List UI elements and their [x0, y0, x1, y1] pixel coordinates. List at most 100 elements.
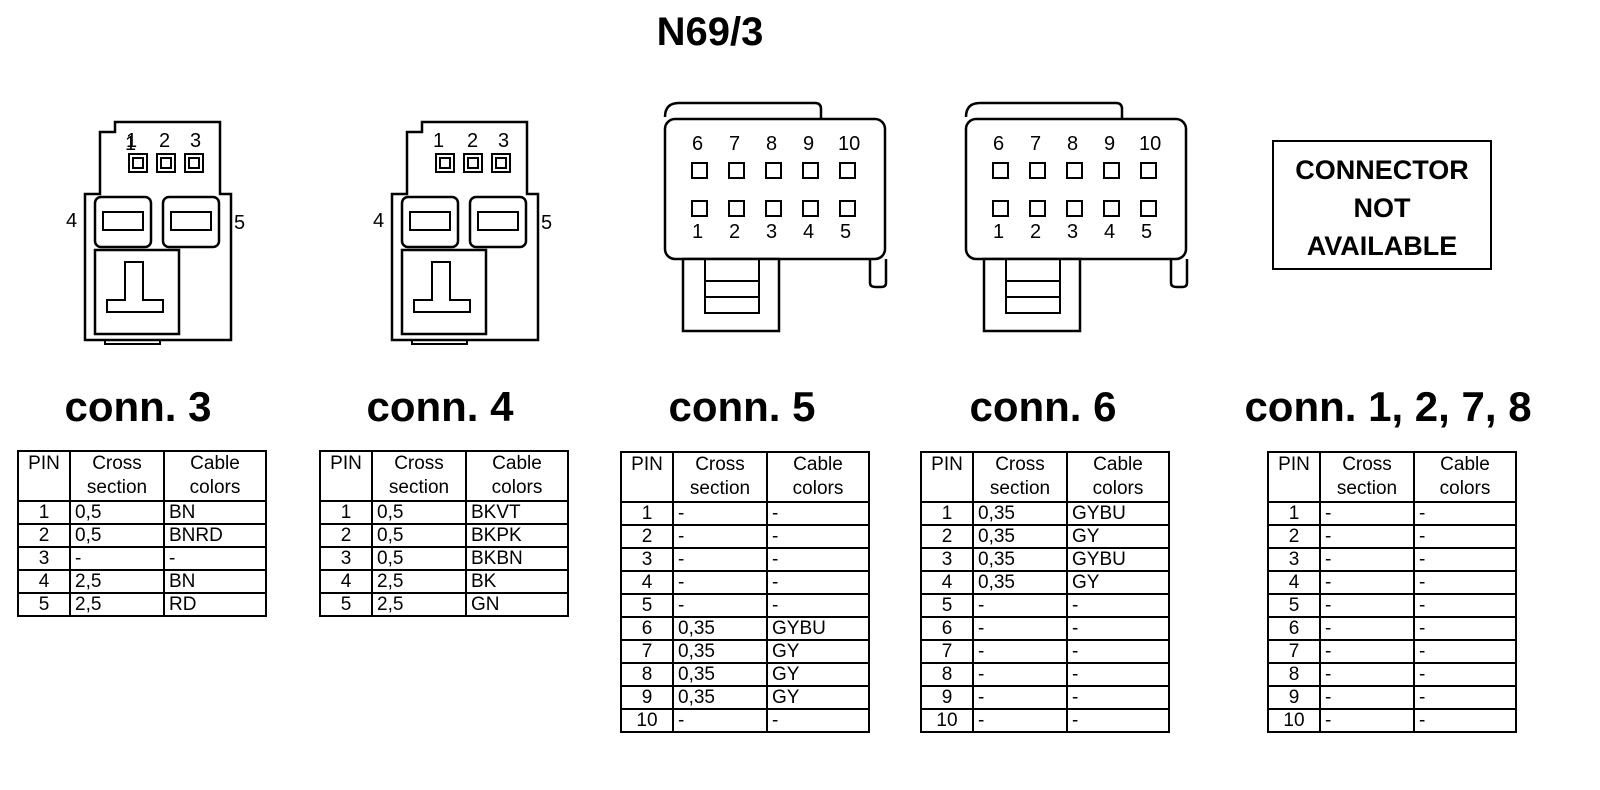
pin-cell: 2 [319, 523, 373, 548]
cable-color-cell: - [766, 593, 870, 618]
table-row: 8-- [920, 662, 1170, 687]
conn5-pin-label: 9 [803, 133, 815, 155]
cross-section-cell: - [1319, 593, 1415, 618]
pin-cell: 9 [920, 685, 974, 710]
cross-section-cell: 0,5 [69, 523, 165, 548]
table-row: 10-- [620, 708, 870, 733]
table-row: 3-- [620, 547, 870, 572]
cross-section-cell: - [972, 662, 1068, 687]
cable-color-cell: - [1413, 570, 1517, 595]
table-row: 2-- [1267, 524, 1517, 549]
conn5-pin-label: 6 [692, 133, 704, 155]
cross-section-cell: - [69, 546, 165, 571]
pin-cell: 9 [620, 685, 674, 710]
conn5-pin-label: 8 [766, 133, 778, 155]
cross-section-cell: 0,35 [672, 662, 768, 687]
pin-cell: 8 [620, 662, 674, 687]
conn3-pin-label: 4 [66, 210, 78, 232]
cross-section-cell: - [672, 524, 768, 549]
conn5-pin-label: 10 [838, 133, 861, 155]
column-header: PIN [17, 450, 71, 502]
table-row: 4-- [620, 570, 870, 595]
cross-section-cell: 0,35 [972, 524, 1068, 549]
cable-color-cell: GY [1066, 570, 1170, 595]
cable-color-cell: - [1066, 685, 1170, 710]
pin-cell: 8 [1267, 662, 1321, 687]
conn4-pin-label: 5 [541, 212, 553, 234]
table-row: 6-- [920, 616, 1170, 641]
table-row: 6-- [1267, 616, 1517, 641]
conn3-pin-label: 2 [159, 130, 171, 152]
pin-cell: 6 [1267, 616, 1321, 641]
table-row: 1-- [620, 501, 870, 526]
table-row: 3-- [17, 546, 267, 571]
conn5-pin-label: 4 [803, 221, 815, 243]
pin-cell: 7 [620, 639, 674, 664]
cable-color-cell: - [1413, 708, 1517, 733]
table-row: 7-- [1267, 639, 1517, 664]
cable-color-cell: BKVT [465, 500, 569, 525]
cross-section-cell: 0,35 [972, 501, 1068, 526]
cable-color-cell: GYBU [766, 616, 870, 641]
conn5-pin-label: 2 [729, 221, 741, 243]
cross-section-cell: 0,35 [672, 685, 768, 710]
column-header: Cable colors [465, 450, 569, 502]
pin-cell: 7 [1267, 639, 1321, 664]
cross-section-cell: 0,35 [972, 570, 1068, 595]
cable-color-cell: GN [465, 592, 569, 617]
column-header: Cross section [69, 450, 165, 502]
conn1278-title: conn. 1, 2, 7, 8 [1244, 383, 1532, 430]
table-row: 10-- [1267, 708, 1517, 733]
cable-color-cell: BKBN [465, 546, 569, 571]
cable-color-cell: GY [766, 662, 870, 687]
conn6-pin-label: 2 [1030, 221, 1042, 243]
pin-cell: 2 [920, 524, 974, 549]
cross-section-cell: 0,35 [672, 616, 768, 641]
cable-color-cell: GY [1066, 524, 1170, 549]
table-row: 2-- [620, 524, 870, 549]
column-header: Cross section [972, 451, 1068, 503]
cable-color-cell: - [1413, 685, 1517, 710]
cross-section-cell: - [672, 708, 768, 733]
conn3-pin-label: 3 [190, 130, 202, 152]
cross-section-cell: - [1319, 616, 1415, 641]
pin-cell: 5 [17, 592, 71, 617]
cross-section-cell: - [972, 685, 1068, 710]
conn6-drawing [964, 101, 1189, 333]
cross-section-cell: - [672, 547, 768, 572]
cable-color-cell: - [766, 708, 870, 733]
cable-color-cell: - [1413, 501, 1517, 526]
conn5-pin-label: 3 [766, 221, 778, 243]
cross-section-cell: 0,5 [69, 500, 165, 525]
pin-cell: 10 [1267, 708, 1321, 733]
cross-section-cell: - [1319, 570, 1415, 595]
table-row: 9-- [920, 685, 1170, 710]
cable-color-cell: - [1413, 639, 1517, 664]
cable-color-cell: - [1066, 593, 1170, 618]
pin-cell: 1 [17, 500, 71, 525]
column-header: Cross section [672, 451, 768, 503]
pin-cell: 8 [920, 662, 974, 687]
cable-color-cell: - [766, 547, 870, 572]
cable-color-cell: RD [163, 592, 267, 617]
column-header: Cable colors [766, 451, 870, 503]
conn6-pin-label: 1 [993, 221, 1005, 243]
